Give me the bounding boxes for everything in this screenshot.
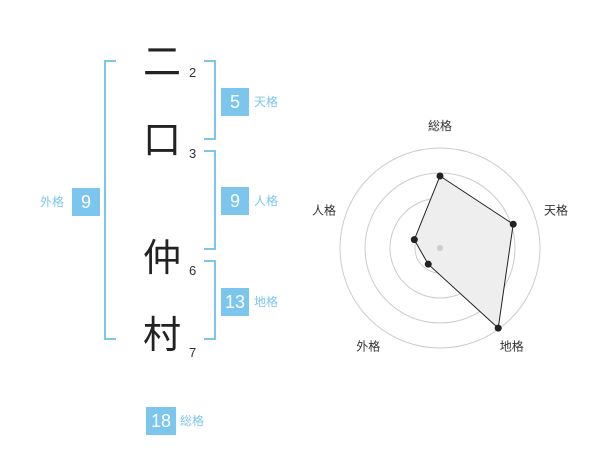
tenkaku-badge: 5: [221, 88, 249, 116]
jinkaku-label: 人格: [254, 194, 279, 208]
radar-point-3: [494, 324, 502, 332]
jinkaku-badge: 9: [221, 187, 249, 215]
stroke-count-2: 3: [189, 146, 197, 161]
radar-axis-label-5: 人格: [312, 202, 336, 217]
chikaku-label: 地格: [254, 295, 279, 309]
radar-axis-label-4: 外格: [356, 339, 380, 354]
gaikaku-badge: 9: [72, 188, 100, 216]
radar-point-5: [410, 236, 418, 244]
stroke-count-1: 2: [189, 65, 197, 80]
name-char-1: 二: [142, 40, 181, 84]
radar-axis-label-3: 地格: [500, 339, 524, 354]
jinkaku-bracket: [204, 150, 216, 250]
soukaku-badge: 18: [146, 407, 176, 435]
tenkaku-label: 天格: [254, 95, 279, 109]
radar-axis-label-1: 総格: [428, 118, 452, 133]
soukaku-label: 総格: [180, 414, 205, 428]
radar-point-1: [436, 172, 444, 180]
chikaku-bracket: [204, 260, 216, 340]
radar-center-dot: [437, 245, 443, 251]
chikaku-badge: 13: [221, 288, 249, 316]
radar-polygon: [413, 175, 514, 330]
radar-point-2: [509, 220, 517, 228]
stroke-count-3: 6: [189, 263, 197, 278]
radar-point-4: [424, 260, 432, 268]
radar-axis-label-2: 天格: [544, 202, 568, 217]
name-char-2: 口: [142, 118, 181, 162]
radar-ring-4: [339, 147, 541, 349]
name-char-3: 仲: [142, 236, 181, 280]
name-char-4: 村: [142, 313, 181, 357]
tenkaku-bracket: [204, 60, 216, 140]
gaikaku-bracket: [104, 60, 116, 340]
stroke-count-4: 7: [189, 345, 197, 360]
gaikaku-label: 外格: [40, 195, 65, 209]
